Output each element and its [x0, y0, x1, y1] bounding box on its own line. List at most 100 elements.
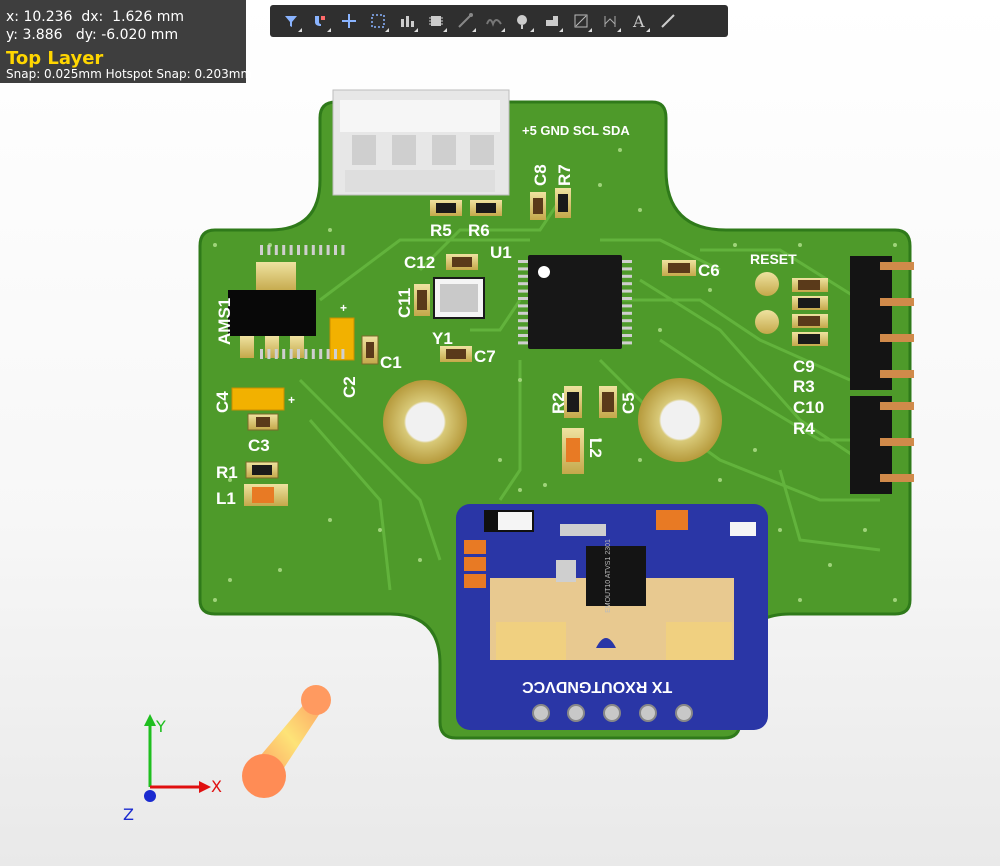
- text-icon[interactable]: A: [624, 7, 653, 35]
- mcu-pin: [319, 245, 323, 255]
- module-pin-hole[interactable]: [639, 704, 657, 722]
- mcu-pin: [326, 349, 330, 359]
- diff-pair-icon[interactable]: [479, 7, 508, 35]
- polarity-plus: +: [340, 301, 347, 315]
- jst-connector[interactable]: [332, 89, 510, 196]
- pcb-traces: [298, 199, 881, 591]
- mcu-pin: [622, 304, 632, 308]
- select-rect-icon[interactable]: [363, 7, 392, 35]
- mcu-pin: [518, 311, 528, 315]
- axis-gizmo: Y X Z: [123, 714, 222, 824]
- z-axis-label: Z: [123, 805, 134, 824]
- module-pin-hole[interactable]: [675, 704, 693, 722]
- via-icon[interactable]: [508, 7, 537, 35]
- mcu-pin: [518, 319, 528, 323]
- r1-label: R1: [216, 463, 238, 482]
- component-icon[interactable]: [421, 7, 450, 35]
- reset-pad-1[interactable]: [755, 272, 779, 296]
- mcu-pin: [518, 274, 528, 278]
- r4-label: R4: [793, 419, 815, 438]
- y1-label: Y1: [432, 329, 453, 348]
- smd-parts[interactable]: [244, 188, 828, 506]
- c3-label: C3: [248, 436, 270, 455]
- mcu-pin: [282, 349, 286, 359]
- module-pin-hole[interactable]: [532, 704, 550, 722]
- coordinate-hud: x: 10.236 dx: 1.626 mm y: 3.886 dy: -6.0…: [0, 0, 252, 83]
- mcu-pin: [622, 311, 632, 315]
- mcu-pin: [274, 349, 278, 359]
- mcu-pin: [622, 267, 632, 271]
- active-bar-toolbar: A: [270, 5, 728, 37]
- filter-icon[interactable]: [276, 7, 305, 35]
- c5-label: C5: [619, 392, 638, 414]
- polygon-icon[interactable]: [537, 7, 566, 35]
- dimension-icon[interactable]: [595, 7, 624, 35]
- mcu-pin: [341, 245, 345, 255]
- u1-mcu[interactable]: [260, 245, 632, 359]
- mcu-pin: [518, 297, 528, 300]
- c7-label: C7: [474, 347, 496, 366]
- mcu-pin: [622, 341, 632, 345]
- c4-capacitor[interactable]: [231, 387, 285, 411]
- mcu-pin: [304, 245, 308, 255]
- mcu-pin: [622, 334, 632, 337]
- ams1-regulator[interactable]: [228, 262, 316, 358]
- header-pin: [880, 298, 914, 306]
- chip-marking: EMOUT10 ATVS1 2301: [605, 539, 612, 613]
- view-orientation-glow: [242, 685, 331, 798]
- mcu-pin: [297, 349, 300, 359]
- reset-label: RESET: [750, 251, 797, 267]
- polarity-plus: +: [288, 393, 295, 407]
- align-icon[interactable]: [392, 7, 421, 35]
- mcu-pin: [622, 274, 632, 278]
- r3-label: R3: [793, 377, 815, 396]
- mcu-pin: [341, 349, 345, 359]
- y-axis-label: Y: [155, 717, 166, 736]
- module-pin-hole[interactable]: [603, 704, 621, 722]
- radar-chip: [586, 546, 646, 606]
- ams1-label: AMS1: [215, 298, 234, 345]
- c1-label: C1: [380, 353, 402, 372]
- module-pin-hole[interactable]: [567, 704, 585, 722]
- mcu-pin: [622, 319, 632, 323]
- mcu-pin: [518, 341, 528, 345]
- header-label: +5 GND SCL SDA: [522, 123, 630, 138]
- r7-label: R7: [555, 164, 574, 186]
- magnet-icon[interactable]: [305, 7, 334, 35]
- header-pin: [880, 370, 914, 378]
- x-axis-label: X: [211, 777, 222, 796]
- mcu-pin: [282, 245, 286, 255]
- mcu-pin: [518, 304, 528, 308]
- mcu-pin: [304, 349, 308, 359]
- mcu-pin: [518, 326, 528, 330]
- c11-label: C11: [395, 288, 414, 318]
- graph-icon[interactable]: [566, 7, 595, 35]
- line-icon[interactable]: [653, 7, 682, 35]
- c12-label: C12: [404, 253, 435, 272]
- r6-label: R6: [468, 221, 490, 240]
- c2-label: C2: [340, 376, 359, 398]
- route-icon[interactable]: [450, 7, 479, 35]
- c8-label: C8: [531, 164, 550, 186]
- mcu-pin: [267, 349, 271, 359]
- radar-module[interactable]: [456, 504, 768, 730]
- mcu-pin: [326, 245, 330, 255]
- mcu-pin: [622, 282, 632, 286]
- mcu-pin: [289, 245, 293, 255]
- header-pin: [880, 334, 914, 342]
- mcu-pin: [297, 245, 300, 255]
- mcu-pin: [518, 282, 528, 286]
- c9-label: C9: [793, 357, 815, 376]
- mcu-pin: [274, 245, 278, 255]
- crosshair-icon[interactable]: [334, 7, 363, 35]
- reset-pad-2[interactable]: [755, 310, 779, 334]
- mcu-pin: [260, 349, 263, 359]
- c6-label: C6: [698, 261, 720, 280]
- mcu-pin: [267, 245, 271, 255]
- c10-label: C10: [793, 398, 824, 417]
- c4-label: C4: [213, 391, 232, 413]
- snap-info: Snap: 0.025mm Hotspot Snap: 0.203mm: [6, 67, 253, 81]
- current-layer: Top Layer: [6, 48, 104, 69]
- r5-label: R5: [430, 221, 452, 240]
